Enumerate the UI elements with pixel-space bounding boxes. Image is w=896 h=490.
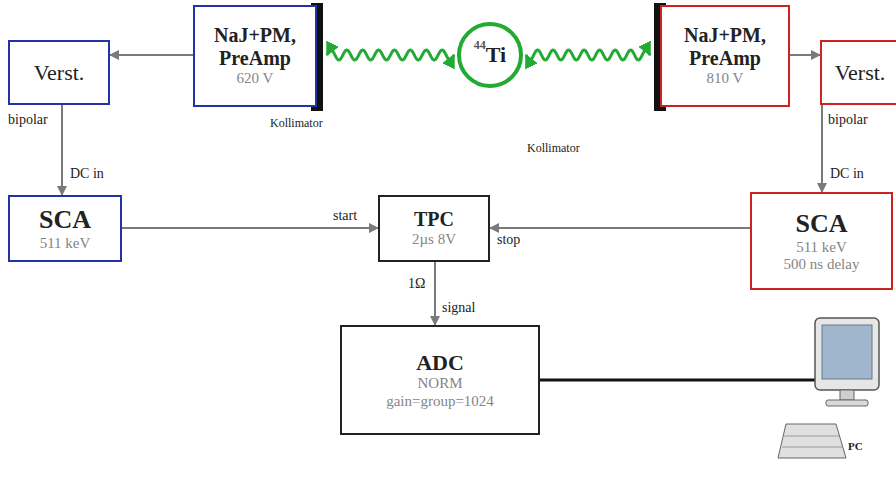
box-detail: 810 V — [707, 70, 744, 87]
amplifier-box: Verst. — [8, 40, 110, 105]
box-detail: gain=group=1024 — [386, 393, 494, 410]
converter-box: TPC2µs 8V — [378, 195, 490, 262]
discriminator-box: SCA511 keV — [8, 195, 122, 262]
pc-label: PC — [848, 440, 863, 452]
collimator-label: Kollimator — [270, 117, 323, 130]
signal-line — [790, 54, 820, 56]
adc-box: ADCNORMgain=group=1024 — [340, 325, 540, 435]
amplifier-box: Verst. — [820, 40, 896, 105]
port-label: signal — [442, 300, 475, 315]
box-title: Verst. — [835, 60, 886, 85]
signal-line — [821, 105, 823, 192]
signal-line — [434, 262, 436, 325]
signal-line — [122, 227, 378, 229]
input-label: DC in — [830, 166, 864, 181]
box-detail: 500 ns delay — [784, 256, 860, 273]
port-label: start — [333, 208, 357, 223]
signal-line — [61, 105, 63, 195]
pc-cable — [540, 379, 815, 382]
source-circle: 44Ti — [456, 21, 524, 89]
box-detail: 511 keV — [40, 235, 91, 252]
input-label: DC in — [70, 166, 104, 181]
discriminator-box: SCA511 keV500 ns delay — [750, 192, 893, 290]
box-title: SCA — [39, 205, 91, 235]
box-title: TPC — [414, 208, 454, 231]
box-title: NaJ+PM, PreAmp — [668, 24, 782, 70]
signal-line — [110, 54, 193, 56]
signal-label: bipolar — [8, 112, 48, 127]
detector-box: NaJ+PM, PreAmp810 V — [660, 5, 790, 107]
pc-icon — [778, 318, 879, 458]
gamma-ray — [327, 50, 454, 60]
box-detail: 620 V — [237, 70, 274, 87]
impedance-label: 1Ω — [408, 276, 425, 291]
collimator-label: Kollimator — [527, 142, 580, 155]
box-detail: 2µs 8V — [412, 231, 456, 248]
signal-line — [490, 227, 750, 229]
box-detail: NORM — [417, 375, 462, 392]
box-title: Verst. — [34, 60, 85, 85]
box-title: NaJ+PM, PreAmp — [201, 24, 309, 70]
box-title: 44 — [474, 39, 486, 53]
port-label: stop — [497, 232, 520, 247]
gamma-ray — [526, 50, 650, 60]
box-title: ADC — [416, 350, 464, 375]
signal-label: bipolar — [828, 112, 868, 127]
detector-box: NaJ+PM, PreAmp620 V — [193, 5, 317, 107]
box-title: SCA — [795, 209, 847, 239]
box-detail: 511 keV — [796, 239, 847, 256]
box-detail: Ti — [486, 42, 506, 67]
